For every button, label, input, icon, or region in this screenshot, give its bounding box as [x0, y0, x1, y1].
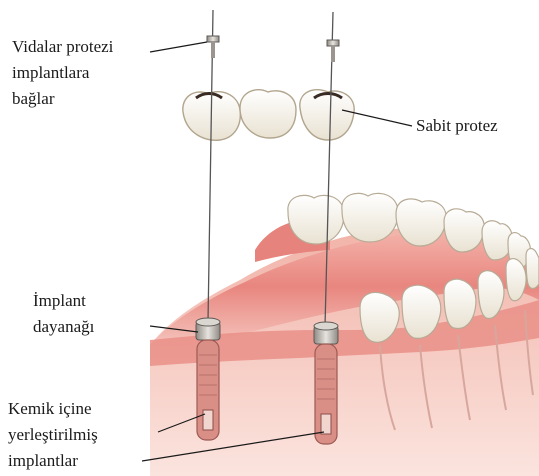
label-implants: Kemik içine yerleştirilmiş implantlar [8, 399, 102, 470]
fixed-bridge [183, 90, 354, 141]
label-abutment: İmplant dayanağı [33, 291, 95, 336]
label-fixed-bridge: Sabit protez [416, 116, 498, 135]
label-screws: Vidalar protezi implantlara bağlar [12, 37, 118, 108]
screws [207, 36, 339, 62]
